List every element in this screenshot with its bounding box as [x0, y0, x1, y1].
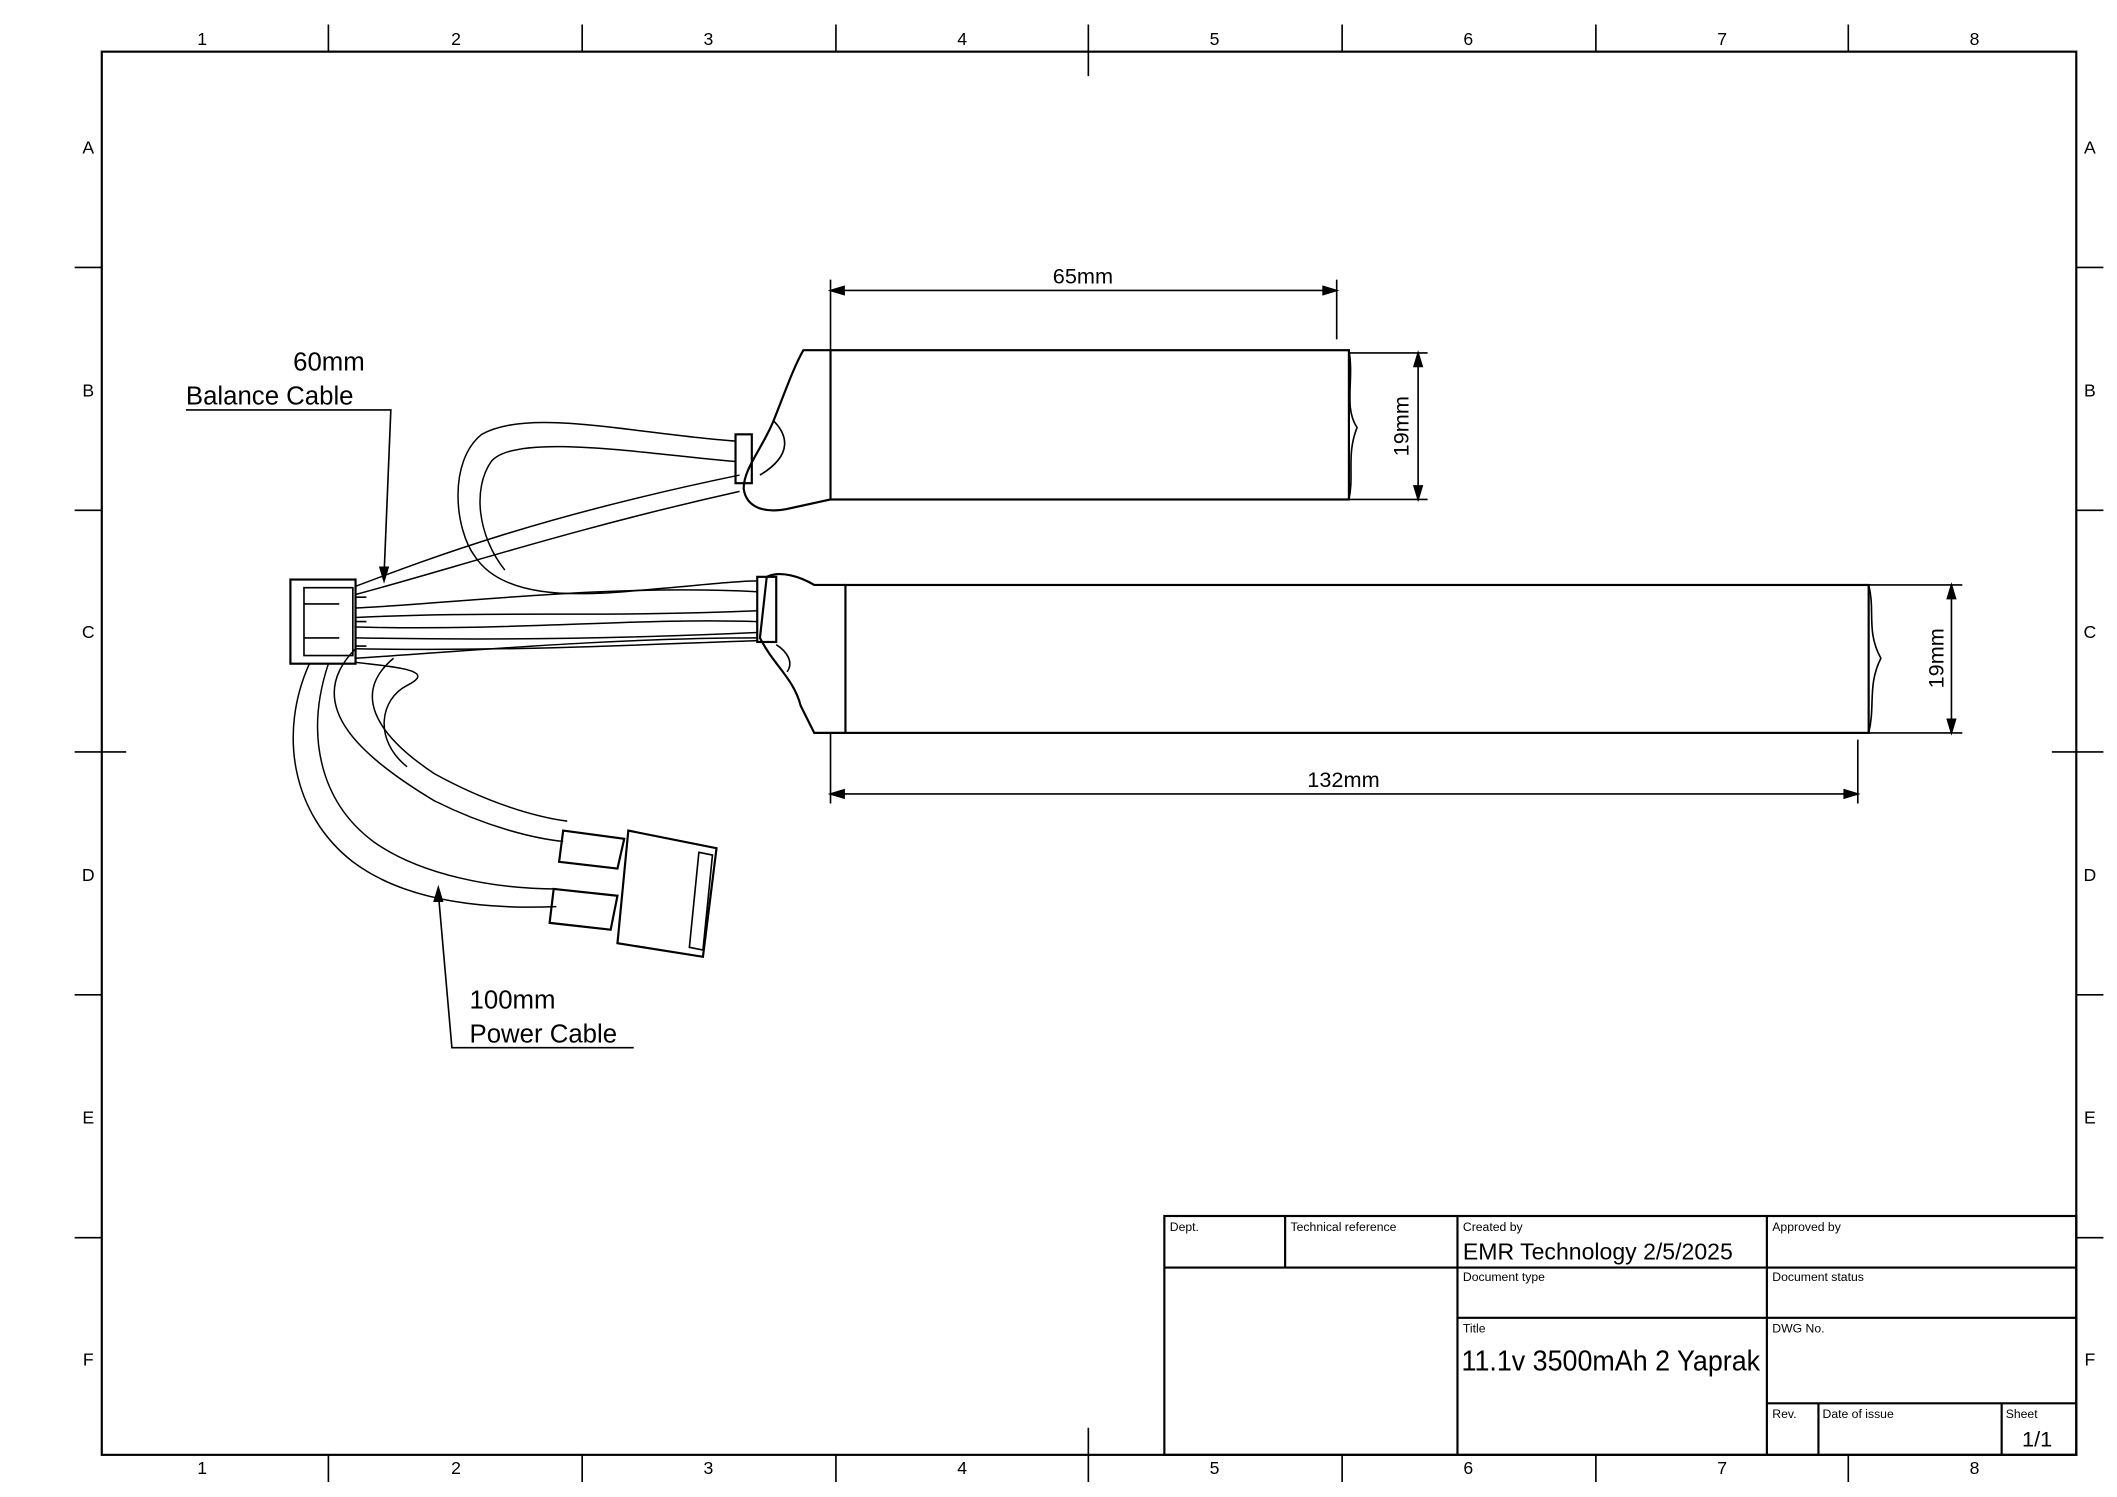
column-labels-bottom: 1 2 3 4 5 6 7 8	[197, 1458, 1979, 1478]
zone-row-d: D	[2083, 865, 2096, 885]
dimension-19mm-upper	[1348, 350, 1428, 503]
zone-row-d: D	[82, 865, 95, 885]
zone-row-f: F	[2084, 1349, 2095, 1369]
title-label: Title	[1463, 1322, 1486, 1336]
balance-cable-length: 60mm	[293, 349, 365, 377]
zone-ticks	[74, 24, 2104, 1482]
sheet-value: 1/1	[2022, 1427, 2052, 1452]
dimension-19mm-lower	[1868, 582, 1963, 736]
created-by-value: EMR Technology 2/5/2025	[1463, 1238, 1733, 1264]
zone-row-e: E	[82, 1108, 94, 1128]
zone-col-4: 4	[957, 29, 967, 49]
zone-row-b: B	[82, 380, 94, 400]
zone-row-f: F	[83, 1349, 94, 1369]
zone-col-4: 4	[957, 1458, 967, 1478]
document-status-label: Document status	[1772, 1270, 1864, 1284]
technical-reference-label: Technical reference	[1291, 1220, 1397, 1234]
drawing-title: 11.1v 3500mAh 2 Yaprak	[1462, 1346, 1761, 1378]
zone-col-1: 1	[197, 29, 207, 49]
zone-row-a: A	[82, 137, 94, 157]
zone-row-e: E	[2084, 1108, 2096, 1128]
dept-label: Dept.	[1170, 1220, 1199, 1234]
zone-row-a: A	[2084, 137, 2096, 157]
zone-col-6: 6	[1463, 1458, 1473, 1478]
dimension-65mm	[827, 279, 1340, 351]
date-of-issue-label: Date of issue	[1823, 1407, 1894, 1421]
zone-col-8: 8	[1970, 29, 1980, 49]
rev-label: Rev.	[1772, 1407, 1796, 1421]
zone-col-5: 5	[1210, 29, 1220, 49]
zone-col-1: 1	[197, 1458, 207, 1478]
zone-col-6: 6	[1463, 29, 1473, 49]
battery-cell-short	[734, 349, 1358, 512]
dimension-132mm	[827, 732, 1861, 804]
power-cable-leader	[433, 884, 634, 1049]
zone-row-b: B	[2084, 380, 2096, 400]
title-block	[1163, 1214, 2078, 1456]
balance-cable-leader	[185, 409, 392, 584]
document-type-label: Document type	[1463, 1270, 1545, 1284]
dwg-no-label: DWG No.	[1772, 1322, 1824, 1336]
created-by-label: Created by	[1463, 1220, 1524, 1234]
zone-row-c: C	[2083, 622, 2096, 642]
row-labels-right: A B C D E F	[2083, 137, 2096, 1369]
zone-col-7: 7	[1717, 1458, 1727, 1478]
zone-col-3: 3	[703, 1458, 713, 1478]
power-cable-length: 100mm	[470, 986, 556, 1014]
column-labels-top: 1 2 3 4 5 6 7 8	[197, 29, 1979, 49]
zone-col-5: 5	[1210, 1458, 1220, 1478]
power-connector	[548, 829, 718, 959]
row-labels-left: A B C D E F	[82, 137, 95, 1369]
battery-cell-long	[756, 573, 1882, 734]
zone-col-8: 8	[1970, 1458, 1980, 1478]
drawing-frame	[100, 50, 2078, 1456]
zone-col-3: 3	[703, 29, 713, 49]
dimension-label-132mm: 132mm	[1307, 767, 1379, 792]
sheet-label: Sheet	[2006, 1407, 2038, 1421]
power-cable-label: Power Cable	[470, 1020, 618, 1048]
approved-by-label: Approved by	[1772, 1220, 1841, 1234]
zone-row-c: C	[82, 622, 95, 642]
balance-cable-label: Balance Cable	[186, 382, 354, 410]
balance-wires	[355, 421, 758, 660]
dimension-label-19mm-upper: 19mm	[1389, 396, 1414, 456]
zone-col-2: 2	[451, 1458, 461, 1478]
zone-col-2: 2	[451, 29, 461, 49]
power-wires	[292, 648, 568, 908]
zone-col-7: 7	[1717, 29, 1727, 49]
balance-connector	[289, 578, 367, 665]
dimension-label-65mm: 65mm	[1053, 264, 1113, 289]
dimension-label-19mm-lower: 19mm	[1923, 628, 1948, 688]
